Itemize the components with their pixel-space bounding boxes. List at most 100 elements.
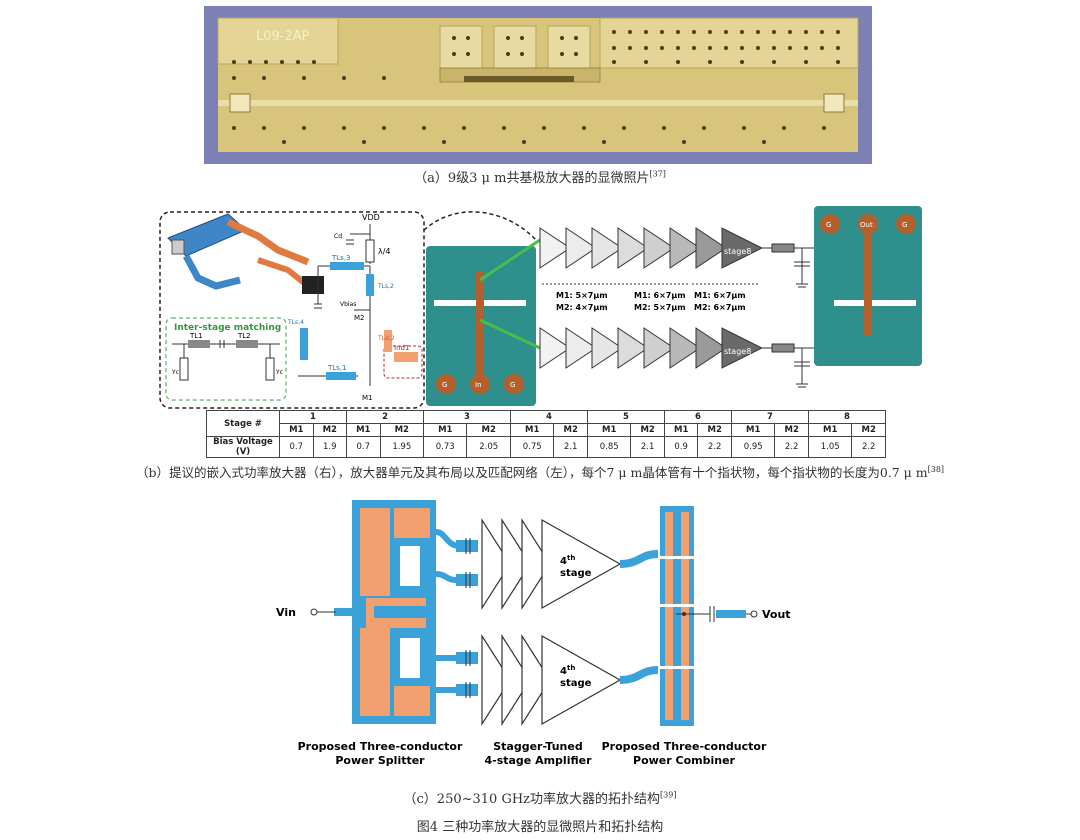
embedded-pa-diagram: Inter-stage matching TL1 TL2 Yc Yc VDD C… [159,206,922,409]
bias-cell: 2.2 [851,436,886,458]
sub-m1: M1 [346,423,381,437]
size-group1-m1: M1: 5×7μm [556,291,608,300]
sub-m2: M2 [466,423,511,437]
stage8-bot-label: stage8 [724,347,751,356]
bias-cell: 0.7 [346,436,381,458]
size-group3-m2: M2: 6×7μm [694,303,746,312]
in-pad-g2: G [510,381,515,389]
yc2-label: Yc [275,369,283,376]
bias-cell: 2.1 [553,436,588,458]
stage-col: 7 [730,410,809,424]
out-pad-out: Out [860,221,873,229]
lambda4-label: λ/4 [378,247,391,256]
size-group2-m2: M2: 5×7μm [634,303,686,312]
size-group1-m2: M2: 4×7μm [556,303,608,312]
bias-cell: 0.75 [509,436,555,458]
yc1-label: Yc [171,369,179,376]
sub-m2: M2 [851,423,886,437]
bottom-amplifier-chain [539,327,764,369]
power-combiner [660,506,694,726]
tls2-label: TLs,2 [377,283,394,290]
stage-col: 6 [663,410,732,424]
out-pad-g1: G [826,221,831,229]
stage-col: 3 [423,410,511,424]
vin-label: Vin [276,606,296,619]
cell-layout-3d [167,213,324,294]
caption-c: （c）250~310 GHz功率放大器的拓扑结构[39] [403,790,677,807]
m1-label: M1 [362,394,373,402]
bias-cell: 2.2 [774,436,809,458]
bias-cell: 1.9 [312,436,348,458]
sub-m2: M2 [312,423,348,437]
stage8-top-label: stage8 [724,247,751,256]
bias-cell: 0.9 [663,436,699,458]
bias-cell: 2.05 [466,436,511,458]
in-pad-g1: G [442,381,447,389]
tld2-label: TLd,2 [377,335,395,342]
sub-m2: M2 [553,423,588,437]
sub-m1: M1 [730,423,776,437]
sub-m1: M1 [279,423,314,437]
size-group3-m1: M1: 6×7μm [694,291,746,300]
tl1-label: TL1 [189,332,203,340]
sub-m1: M1 [509,423,555,437]
inter-stage-label: Inter-stage matching [174,323,281,333]
table-header-stage: Stage # [206,410,280,437]
caption-a: （a）9级3 μ m共基极放大器的显微照片[37] [414,169,666,186]
size-group2-m1: M1: 6×7μm [634,291,686,300]
cell-callout-box [159,211,425,409]
in-pad-in: In [475,381,482,389]
out-pad-g2: G [902,221,907,229]
sub-m1: M1 [586,423,632,437]
tls1-label: TLs,1 [327,364,347,372]
figure-caption: 图4 三种功率放大器的显微照片和拓扑结构 [416,820,664,835]
table-header-bias: Bias Voltage (V) [206,436,280,458]
vdd-label: VDD [362,213,380,222]
bottom-4stage-amplifier [481,633,622,727]
sub-m2: M2 [697,423,732,437]
amp-label-2: 4-stage Amplifier [484,754,592,767]
bias-cell: 0.73 [423,436,468,458]
vout-label: Vout [762,608,791,621]
stage-col: 2 [346,410,425,424]
bias-cell: 0.7 [279,436,314,458]
bias-cell: 0.95 [730,436,776,458]
stage-col: 5 [586,410,665,424]
amp-label-1: Stagger-Tuned [493,740,582,753]
splitter-label-1: Proposed Three-conductor [298,740,463,753]
ind1-label: Ind1 [394,344,409,352]
sub-m2: M2 [630,423,665,437]
splitter-label-2: Power Splitter [335,754,425,767]
power-splitter [334,500,436,724]
stage-col: 8 [807,410,887,424]
sub-m2: M2 [379,423,425,437]
stage-col: 4 [509,410,588,424]
bias-cell: 0.85 [586,436,632,458]
bias-cell: 2.2 [697,436,732,458]
sub-m1: M1 [423,423,468,437]
chip-micrograph: L09-2AP [204,6,872,164]
top-4stage-amplifier [481,517,622,611]
cd-label: Cd [334,233,342,240]
tle4-label: TLε,4 [287,319,304,326]
vbias-label: Vbias [340,301,356,308]
chip-label: L09-2AP [256,29,310,44]
m2-label: M2 [354,314,365,322]
sub-m1: M1 [807,423,853,437]
caption-b: （b）提议的嵌入式功率放大器（右），放大器单元及其布局以及匹配网络（左），每个7… [135,464,945,480]
bias-cell: 1.95 [379,436,425,458]
cell-schematic [298,224,423,386]
tls3-label: TLs,3 [331,254,351,262]
sub-m2: M2 [774,423,809,437]
bias-cell: 1.05 [807,436,853,458]
tl2-label: TL2 [237,332,251,340]
combiner-label-1: Proposed Three-conductor [602,740,767,753]
sub-m1: M1 [663,423,699,437]
top-amplifier-chain [539,227,764,269]
stage-col: 1 [278,410,348,424]
combiner-label-2: Power Combiner [633,754,736,767]
bias-cell: 2.1 [630,436,665,458]
